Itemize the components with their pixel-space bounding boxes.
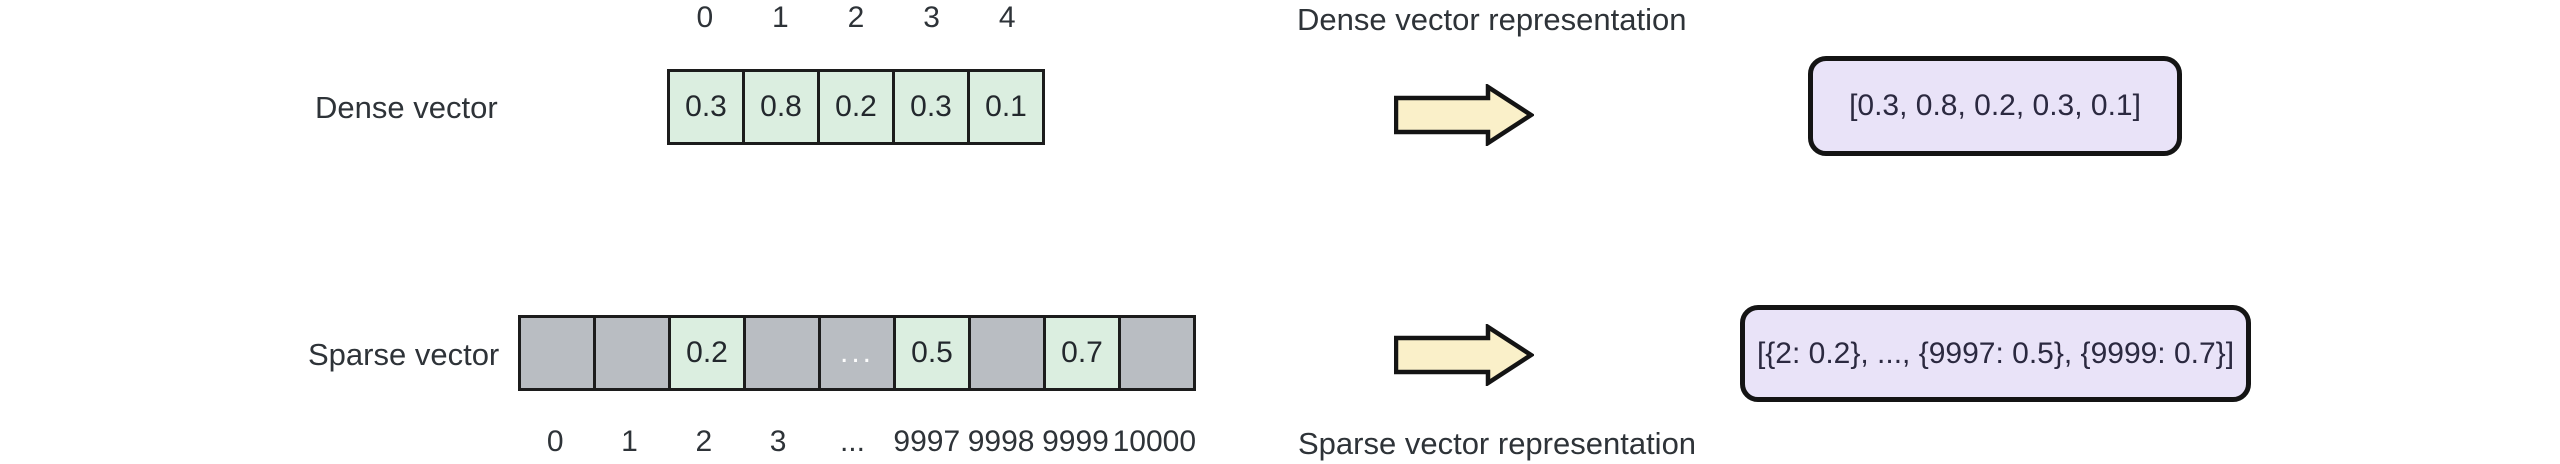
sparse-index-label: 1 xyxy=(621,425,638,458)
sparse-vector-cell: 0.2 xyxy=(668,318,743,388)
sparse-representation-value: [{2: 0.2}, ..., {9997: 0.5}, {9999: 0.7}… xyxy=(1756,336,2235,370)
right-arrow-icon xyxy=(1394,84,1534,146)
sparse-vector-cell: ... xyxy=(818,318,893,388)
sparse-index-label: 2 xyxy=(695,425,713,458)
sparse-index-label: 10000 xyxy=(1112,425,1197,458)
dense-index-label: 4 xyxy=(998,1,1016,34)
sparse-vector-label: Sparse vector xyxy=(308,337,500,372)
sparse-vector-cell: 0.5 xyxy=(893,318,968,388)
dense-vector-cell: 0.8 xyxy=(742,72,817,142)
dense-representation-title: Dense vector representation xyxy=(1297,2,1687,37)
dense-vector-cell: 0.3 xyxy=(670,72,742,142)
right-arrow-icon xyxy=(1394,324,1534,386)
sparse-index-label: 0 xyxy=(546,425,564,458)
sparse-index-label: ... xyxy=(839,425,865,458)
sparse-vector-cell: 0.7 xyxy=(1043,318,1118,388)
dense-vector-cell: 0.3 xyxy=(892,72,967,142)
dense-vector-label: Dense vector xyxy=(315,90,498,125)
dense-index-label: 0 xyxy=(696,1,714,34)
dense-index-row: 0 1 2 3 4 xyxy=(667,0,1045,36)
dense-representation-value: [0.3, 0.8, 0.2, 0.3, 0.1] xyxy=(1849,89,2141,122)
sparse-vector-cell xyxy=(593,318,668,388)
dense-index-label: 1 xyxy=(772,1,789,34)
sparse-index-label: 3 xyxy=(769,425,787,458)
dense-index-label: 2 xyxy=(847,1,865,34)
dense-vector-cell: 0.2 xyxy=(817,72,892,142)
sparse-vector-cell xyxy=(968,318,1043,388)
sparse-index-label: 9999 xyxy=(1042,425,1109,458)
sparse-representation-title: Sparse vector representation xyxy=(1298,426,1697,461)
sparse-index-label: 9997 xyxy=(893,425,961,458)
sparse-vector-cell xyxy=(521,318,593,388)
sparse-vector-cell xyxy=(1118,318,1193,388)
dense-index-label: 3 xyxy=(923,1,940,34)
dense-representation-box: [0.3, 0.8, 0.2, 0.3, 0.1] xyxy=(1808,56,2182,156)
dense-vector-cell: 0.1 xyxy=(967,72,1042,142)
sparse-vector-cell xyxy=(743,318,818,388)
sparse-representation-box: [{2: 0.2}, ..., {9997: 0.5}, {9999: 0.7}… xyxy=(1740,305,2251,402)
sparse-index-label: 9998 xyxy=(967,425,1035,458)
sparse-vector-cells: 0.2...0.5 0.7 xyxy=(518,315,1196,391)
